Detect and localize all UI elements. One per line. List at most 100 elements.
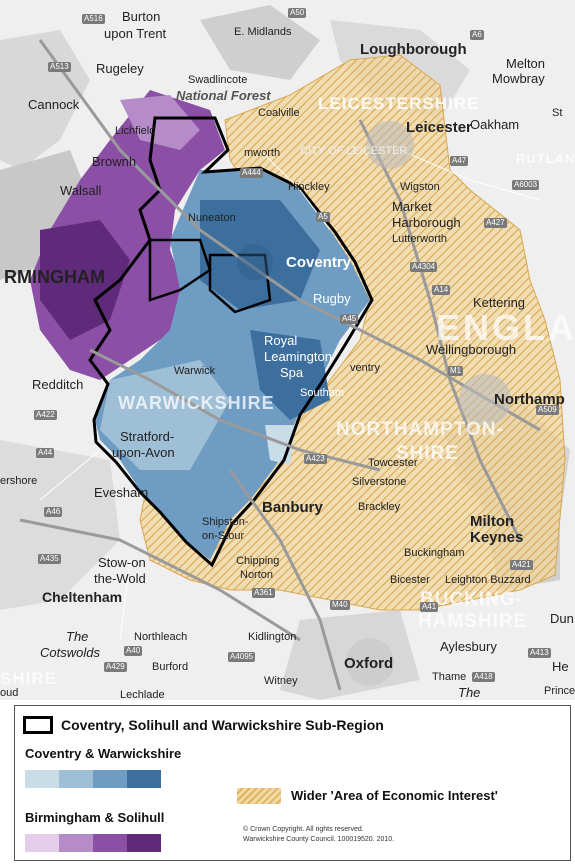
place-northampton: Northamp: [494, 391, 565, 408]
road-label-a40: A40: [124, 646, 143, 656]
place-lutterworth: Lutterworth: [392, 233, 448, 245]
road-m1: [358, 119, 522, 541]
northampton-urban: [459, 374, 511, 426]
road-label-a46: A46: [44, 507, 63, 517]
legend-sub-region: Coventry, Solihull and Warwickshire Sub-…: [61, 717, 384, 733]
purple-ramp: [25, 834, 161, 852]
place-birmingham: RMINGHAM: [4, 267, 105, 287]
place-the-chilterns: The: [458, 685, 481, 700]
blue-swatch-4: [127, 770, 161, 788]
purple-swatch-4: [127, 834, 161, 852]
purple-swatch-3: [93, 834, 127, 852]
wider-area-swatch: [237, 788, 281, 804]
southam-light: [265, 425, 295, 465]
county-shire: SHIRE: [0, 669, 57, 688]
place-national-forest: National Forest: [176, 88, 271, 103]
urban-area-burton: [200, 5, 320, 80]
road-label-a413: A413: [528, 648, 551, 658]
county-buckinghamshire-2: HAMSHIRE: [418, 611, 528, 632]
place-banbury: Banbury: [262, 499, 323, 516]
place-warwick: Warwick: [174, 365, 216, 377]
county-northamptonshire-1: NORTHAMPTON-: [336, 419, 504, 440]
road-label-a422: A422: [34, 410, 57, 420]
road-label-a47: A47: [450, 156, 469, 166]
urban-area-walsall: [0, 150, 90, 280]
place-the: The: [66, 629, 89, 644]
place-melton: Melton: [506, 56, 546, 71]
place-oakham: Oakham: [470, 117, 520, 132]
road-label-a6003: A6003: [512, 180, 540, 190]
place-bicester: Bicester: [390, 574, 430, 586]
place-market: Market: [392, 199, 432, 214]
place-silverstone: Silverstone: [352, 476, 407, 488]
road-a46: [39, 449, 101, 501]
road-m40: [228, 469, 342, 691]
place-keynes: Keynes: [470, 529, 524, 546]
road-label-a435: A435: [38, 554, 61, 564]
legend-birmingham-solihull: Birmingham & Solihull: [25, 810, 165, 825]
blue-swatch-1: [25, 770, 59, 788]
place-oxford: Oxford: [344, 655, 394, 672]
legend-coventry-warwickshire: Coventry & Warwickshire: [25, 746, 182, 761]
place-hinckley: Hinckley: [288, 181, 330, 193]
blue-ramp: [25, 770, 161, 788]
county-rutland: RUTLAND: [516, 151, 575, 166]
boundary-swatch: [23, 716, 53, 734]
copyright-line-2: Warwickshire County Council. 100019520. …: [243, 836, 395, 843]
place-shipston: Shipston-: [202, 516, 249, 528]
road-label-a4304: A4304: [410, 262, 438, 272]
blue-swatch-2: [59, 770, 93, 788]
county-leicestershire: LEICESTERSHIRE: [318, 94, 480, 113]
place-cotswolds: Cotswolds: [40, 645, 100, 660]
place-cheltenham: Cheltenham: [42, 589, 123, 605]
solihull-boundary: [148, 238, 212, 302]
place-kettering: Kettering: [473, 295, 526, 310]
copyright-line-1: © Crown Copyright. All rights reserved.: [243, 826, 364, 833]
place-evesham: Evesham: [94, 485, 149, 500]
place-wellingborough: Wellingborough: [426, 342, 517, 357]
place-witney: Witney: [264, 675, 298, 687]
purple-swatch-1: [25, 834, 59, 852]
oxford-urban: [346, 638, 394, 686]
road-label-a4095: A4095: [228, 652, 256, 662]
place-wigston: Wigston: [400, 181, 440, 193]
road-label-a423: A423: [304, 454, 327, 464]
place-leighton-buzzard: Leighton Buzzard: [445, 574, 531, 586]
place-northleach: Northleach: [134, 631, 188, 643]
county-northamptonshire-2: SHIRE: [396, 443, 460, 464]
place-thame: Thame: [432, 671, 467, 683]
place-lichfield: Lichfield: [115, 125, 156, 137]
stratford-district: [100, 360, 230, 470]
place-walsall: Walsall: [60, 183, 102, 198]
sub-region-boundary: [88, 116, 374, 568]
road-a47: [399, 149, 541, 201]
place-coventry: Coventry: [286, 254, 352, 271]
road-label-a418: A418: [472, 672, 495, 682]
place-towcester: Towcester: [368, 457, 418, 469]
place-loughborough: Loughborough: [360, 41, 467, 58]
place-redditch: Redditch: [32, 377, 84, 392]
blue-swatch-3: [93, 770, 127, 788]
map: Burton upon Trent E. Midlands Loughborou…: [0, 0, 575, 700]
place-leamington: Leamington: [264, 349, 332, 364]
road-label-a361: A361: [252, 588, 275, 598]
place-swadlincote: Swadlincote: [188, 74, 248, 86]
place-upon-avon: upon-Avon: [112, 445, 175, 460]
legend: Coventry, Solihull and Warwickshire Sub-…: [14, 705, 571, 861]
road-label-a44: A44: [36, 448, 55, 458]
place-kidlington: Kidlington: [248, 631, 297, 643]
county-buckinghamshire-1: BUCKING-: [420, 589, 523, 610]
place-buckingham: Buckingham: [404, 547, 465, 559]
leicester-urban: [366, 121, 414, 169]
road-label-a6: A6: [470, 30, 484, 40]
place-aylesbury: Aylesbury: [440, 639, 497, 654]
place-coalville: Coalville: [258, 107, 300, 119]
road-label-a429: A429: [104, 662, 127, 672]
road-label-a444: A444: [240, 168, 263, 178]
road-label-a45: A45: [340, 314, 359, 324]
purple-swatch-2: [59, 834, 93, 852]
place-on-stour: on-Stour: [202, 530, 245, 542]
place-burford: Burford: [152, 661, 189, 673]
place-dun: Dun: [550, 611, 574, 626]
place-rugeley: Rugeley: [96, 61, 144, 76]
